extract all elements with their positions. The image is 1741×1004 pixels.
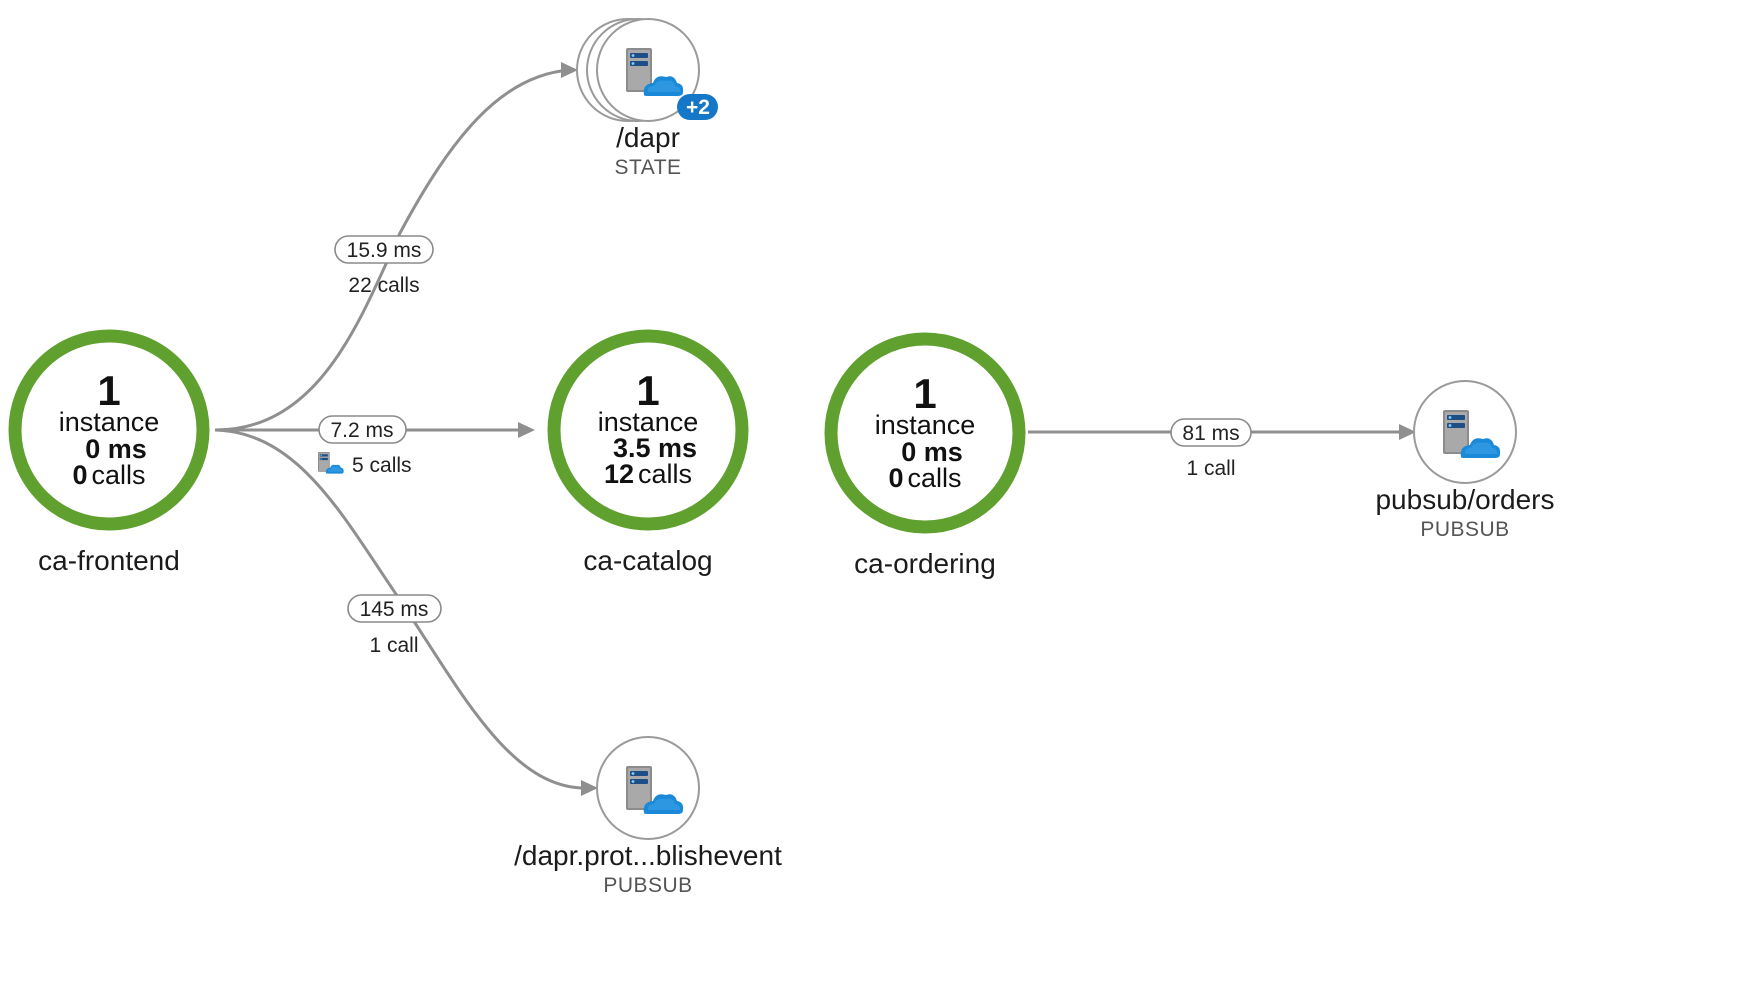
health-ring (824, 332, 1026, 534)
edge-label-ordering-to-orders[interactable]: 81 ms 1 call (1170, 418, 1252, 480)
count-badge-text: +2 (686, 96, 710, 119)
call-count: 0 (888, 463, 903, 493)
node-name: ca-ordering (854, 548, 996, 579)
call-word: calls (92, 460, 146, 490)
health-ring (8, 329, 210, 531)
duration-pill (347, 594, 442, 623)
health-ring (547, 329, 749, 531)
node-type: PUBSUB (603, 874, 692, 897)
server-cloud-icon (318, 452, 344, 474)
arrowhead-icon (518, 422, 535, 438)
node-name: pubsub/orders (1375, 484, 1554, 515)
duration-pill (1170, 418, 1252, 447)
node-type: STATE (614, 156, 681, 179)
call-count: 12 (604, 459, 634, 489)
edge-duration: 145 ms (360, 598, 429, 621)
avg-duration: 0 ms (901, 437, 963, 467)
edge-duration: 7.2 ms (330, 419, 393, 442)
duration-pill (318, 415, 407, 444)
avg-duration: 3.5 ms (613, 433, 697, 463)
node-name: /dapr.prot...blishevent (514, 840, 782, 871)
arrowhead-icon (1399, 424, 1416, 440)
instance-count: 1 (97, 367, 120, 414)
instance-count: 1 (913, 370, 936, 417)
node-name: /dapr (616, 122, 680, 153)
edge-label-frontend-to-publish[interactable]: 145 ms 1 call (347, 594, 442, 657)
arrowhead-icon (561, 62, 578, 78)
edge-duration: 81 ms (1182, 422, 1239, 445)
node-name: ca-catalog (583, 545, 712, 576)
edge-label-frontend-to-catalog[interactable]: 7.2 ms 5 calls (318, 415, 412, 477)
edge-calls: 22 calls (348, 274, 419, 297)
instance-label: instance (598, 407, 699, 437)
call-count: 0 (72, 460, 87, 490)
edge-label-frontend-to-dapr[interactable]: 15.9 ms 22 calls (334, 235, 434, 297)
avg-duration: 0 ms (85, 434, 147, 464)
instance-label: instance (59, 407, 160, 437)
call-word: calls (908, 463, 962, 493)
edge-calls: 1 call (369, 634, 418, 657)
dependency-node-pubsub-orders[interactable]: pubsub/orders PUBSUB (1375, 380, 1555, 541)
instance-label: instance (875, 410, 976, 440)
edge-frontend-to-dapr[interactable] (214, 62, 578, 432)
edge-calls: 1 call (1186, 457, 1235, 480)
dependency-node-dapr-publish[interactable]: /dapr.prot...blishevent PUBSUB (514, 736, 782, 897)
arrowhead-icon (581, 780, 598, 796)
node-name: ca-frontend (38, 545, 180, 576)
count-badge (677, 94, 718, 120)
node-type: PUBSUB (1420, 518, 1509, 541)
dependency-node-dapr-state[interactable]: +2 /dapr STATE (576, 18, 718, 179)
instance-count: 1 (636, 367, 659, 414)
duration-pill (334, 235, 434, 264)
edge-duration: 15.9 ms (347, 239, 422, 262)
edge-calls: 5 calls (352, 454, 412, 477)
call-word: calls (638, 459, 692, 489)
